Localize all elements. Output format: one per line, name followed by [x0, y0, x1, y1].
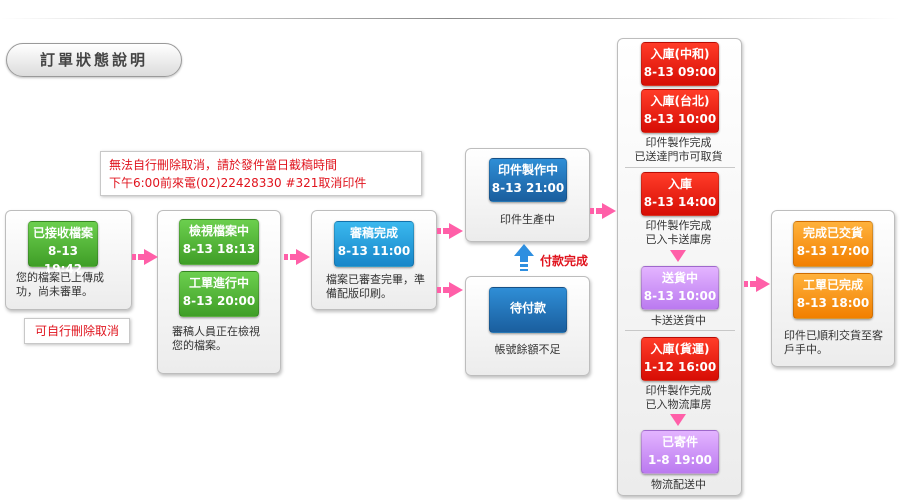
- badge-pending-payment: 待付款: [489, 287, 567, 333]
- badge-pending-payment-label: 待付款: [509, 301, 546, 315]
- flow-arrow-3: [437, 223, 463, 239]
- badge-review: 檢視檔案中 8-13 18:13: [179, 219, 259, 265]
- badge-warehouse-zhonghe: 入庫(中和) 8-13 09:00: [641, 42, 719, 86]
- badge-production: 印件製作中 8-13 21:00: [489, 158, 567, 202]
- payment-up-arrow: [514, 244, 534, 271]
- divider-2: [625, 330, 735, 331]
- badge-production-label: 印件製作中: [497, 163, 558, 177]
- card-received: 已接收檔案 8-13 19:42 您的檔案已上傳成功，尚未審單。: [5, 210, 132, 310]
- desc-sent: 物流配送中: [651, 478, 706, 491]
- desc-done: 印件已順利交貨至客戶手中。: [784, 329, 883, 356]
- page-title: 訂單狀態說明: [6, 43, 182, 77]
- flow-arrow-4: [437, 282, 463, 298]
- badge-sent: 已寄件 1-8 19:00: [641, 430, 719, 474]
- badge-work-order-done: 工單已完成 8-13 18:00: [793, 273, 873, 319]
- badge-work-order-label: 工單進行中: [188, 276, 249, 290]
- desc-pending-payment: 帳號餘額不足: [494, 343, 561, 356]
- flow-arrow-1: [132, 249, 158, 265]
- note-line-1: 無法自行刪除取消，請於發件當日截稿時間: [109, 158, 338, 172]
- badge-warehouse-in: 入庫 8-13 14:00: [641, 172, 719, 216]
- desc-production: 印件生產中: [500, 213, 555, 226]
- desc-shipping: 卡送送貨中: [651, 314, 706, 327]
- badge-approved-label: 審稿完成: [349, 226, 398, 240]
- desc-review: 審稿人員正在檢視您的檔案。: [172, 325, 260, 352]
- desc-store-pickup: 印件製作完成 已送達門市可取貨: [634, 136, 723, 163]
- badge-delivered: 完成已交貨 8-13 17:00: [793, 221, 873, 267]
- desc-approved: 檔案已審查完畢，準備配版印刷。: [326, 273, 425, 300]
- divider-1: [625, 167, 735, 168]
- badge-review-label: 檢視檔案中: [188, 224, 249, 238]
- badge-warehouse-taipei: 入庫(台北) 8-13 10:00: [641, 89, 719, 133]
- card-pending-payment: 待付款 帳號餘額不足: [465, 276, 590, 376]
- badge-warehouse-logistics: 入庫(貨運) 1-12 16:00: [641, 337, 719, 381]
- note-cancel-allowed: 可自行刪除取消: [24, 318, 130, 344]
- card-production: 印件製作中 8-13 21:00 印件生產中: [465, 148, 590, 242]
- card-approved: 審稿完成 8-13 11:00 檔案已審查完畢，準備配版印刷。: [311, 210, 437, 310]
- flow-arrow-5: [590, 203, 616, 219]
- down-arrow-1: [670, 250, 686, 262]
- badge-received: 已接收檔案 8-13 19:42: [28, 221, 98, 276]
- badge-production-time: 8-13 21:00: [491, 181, 565, 195]
- note-cancel-restricted: 無法自行刪除取消，請於發件當日截稿時間 下午6:00前來電(02)2242833…: [100, 151, 422, 196]
- badge-received-label: 已接收檔案: [32, 226, 93, 240]
- badge-approved-time: 8-13 11:00: [337, 244, 411, 258]
- down-arrow-2: [670, 414, 686, 426]
- badge-received-time: 8-13 19:42: [43, 244, 83, 276]
- badge-work-order-time: 8-13 20:00: [182, 294, 256, 308]
- payment-complete-label: 付款完成: [540, 254, 589, 268]
- top-divider: [0, 18, 900, 19]
- card-done: 完成已交貨 8-13 17:00 工單已完成 8-13 18:00 印件已順利交…: [771, 210, 895, 367]
- flow-arrow-2: [284, 249, 310, 265]
- badge-shipping: 送貨中 8-13 10:00: [641, 266, 719, 310]
- badge-review-time: 8-13 18:13: [182, 242, 256, 256]
- flow-arrow-6: [744, 276, 770, 292]
- badge-approved: 審稿完成 8-13 11:00: [334, 221, 414, 267]
- desc-card-warehouse: 印件製作完成 已入卡送庫房: [645, 219, 712, 246]
- desc-logistics: 印件製作完成 已入物流庫房: [645, 384, 712, 411]
- badge-work-order: 工單進行中 8-13 20:00: [179, 271, 259, 317]
- card-review: 檢視檔案中 8-13 18:13 工單進行中 8-13 20:00 審稿人員正在…: [157, 210, 281, 374]
- note-line-2: 下午6:00前來電(02)22428330 #321取消印件: [109, 176, 367, 190]
- desc-received: 您的檔案已上傳成功，尚未審單。: [16, 271, 104, 298]
